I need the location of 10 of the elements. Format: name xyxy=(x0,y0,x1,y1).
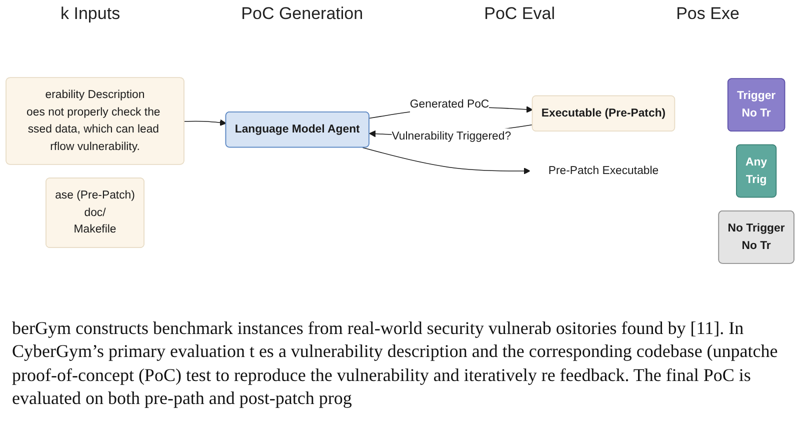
column-heading: PoC Eval xyxy=(484,4,556,24)
column-header: Pos Exe xyxy=(676,4,740,24)
arrow xyxy=(362,147,530,174)
column-heading: k Inputs xyxy=(60,4,120,24)
node-text: Pre-Patch Executable xyxy=(548,164,659,177)
arrow xyxy=(184,119,226,126)
edge-label: Generated PoC xyxy=(410,98,490,111)
figure-caption: berGym constructs benchmark instances from real-world security vulnerab ositories found by [11]. In CyberGym’s primary evaluation t es a vulnerability description and the corresponding codebase (unpatche proof-of-concept (PoC) test to reproduce the vulnerability and iteratively re feedback. The final PoC is evaluated on both pre-path and post-patch prog xyxy=(11,317,779,410)
edge-label: Vulnerability Triggered? xyxy=(392,130,512,143)
column-heading: PoC Generation xyxy=(241,4,364,24)
